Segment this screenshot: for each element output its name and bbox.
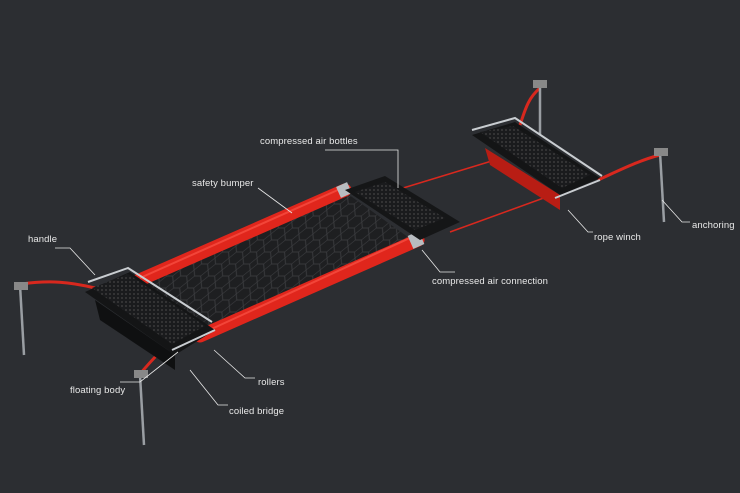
label-handle: handle [28,234,58,245]
safety-bumper-tubes [128,182,425,343]
label-floating-body: floating body [70,385,126,396]
label-rollers: rollers [258,377,285,388]
left-floating-body [85,266,216,370]
label-coiled-bridge: coiled bridge [229,406,285,417]
ground-anchors [14,80,668,446]
right-floating-body [471,116,603,210]
coiled-bridge-mat [140,192,412,335]
compressed-air-bottles [345,176,460,240]
label-compressed-air-bottles: compressed air bottles [260,136,358,147]
label-compressed-air-connection: compressed air connection [432,276,549,287]
label-rope-winch: rope winch [594,232,641,243]
leader-lines [55,149,690,406]
label-safety-bumper: safety bumper [192,178,254,189]
label-anchoring: anchoring [692,220,735,231]
